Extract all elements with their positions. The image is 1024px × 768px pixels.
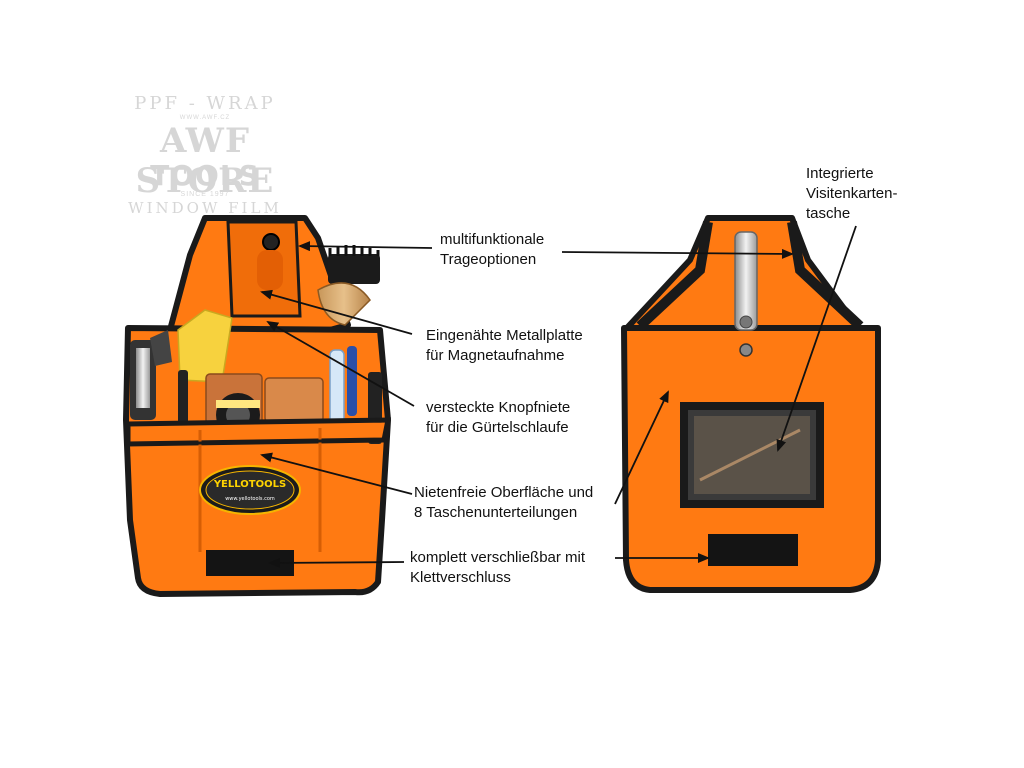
metal-belt-clip <box>734 231 758 331</box>
brush-tool <box>317 245 380 326</box>
arrow-surface-front <box>260 452 413 495</box>
rivet-button-front <box>262 233 280 251</box>
watermark-since: SINCE 1997 <box>180 191 230 198</box>
watermark-brand: AWF STORE <box>135 121 275 201</box>
callout-hidden-rivet: versteckte Knopfniete für die Gürtelschl… <box>426 399 571 436</box>
arrow-surface-back <box>614 390 669 505</box>
rivet-button-back <box>739 343 753 357</box>
callout-card-pocket: Integrierte Visitenkarten- tasche <box>806 165 898 222</box>
logo-url-text: www.yellotools.com <box>225 496 275 502</box>
watermark-logo: PPF - WRAP WWW.AWF.CZ AWF STORE TOOLS SI… <box>95 85 315 235</box>
callout-velcro-closure: komplett verschließbar mit Klettverschlu… <box>410 549 586 586</box>
watermark-url: WWW.AWF.CZ <box>179 115 231 121</box>
arrow-carry-back <box>561 248 794 259</box>
logo-brand-text: YELLOTOOLS <box>213 479 286 490</box>
callout-metal-plate: Eingenähte Metallplatte für Magnetaufnah… <box>426 327 583 364</box>
watermark-bottom-text: WINDOW FILM <box>128 199 282 217</box>
callout-arrows <box>260 225 857 568</box>
velcro-strip-back <box>708 534 798 566</box>
cutter-tool <box>130 330 172 420</box>
back-pouch <box>621 215 881 593</box>
arrow-metal-plate <box>260 289 413 335</box>
arrow-closure-front <box>268 557 405 568</box>
yellotools-logo: YELLOTOOLS www.yellotools.com <box>199 465 301 515</box>
watermark-top-text: PPF - WRAP <box>134 93 276 114</box>
arrow-carry-front <box>298 241 433 252</box>
front-pouch: YELLOTOOLS www.yellotools.com <box>123 215 392 597</box>
callout-rivet-free-surface: Nietenfreie Oberfläche und 8 Taschenunte… <box>414 484 594 521</box>
arrow-rivet <box>266 321 415 407</box>
arrow-card-pocket <box>776 225 857 452</box>
watermark-tools: TOOLS <box>150 159 260 192</box>
callout-carry-options: multifunktionale Trageoptionen <box>440 231 545 268</box>
